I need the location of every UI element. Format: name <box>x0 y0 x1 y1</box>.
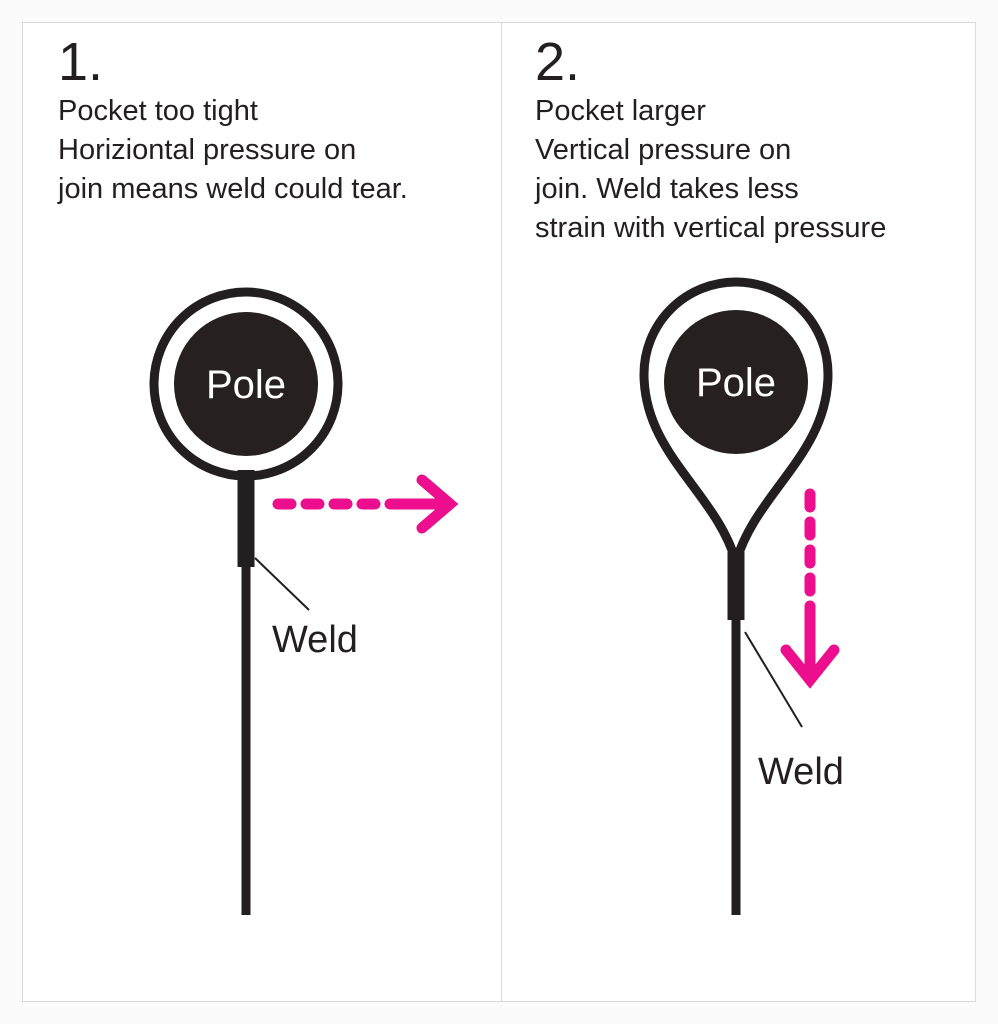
panel-1-step-number: 1. <box>58 32 104 92</box>
panel-2-arrow-head <box>780 644 840 689</box>
panel-2-caption-line-1: Pocket larger <box>535 95 706 127</box>
panel-1-pressure-arrow <box>272 474 459 534</box>
panel-1-caption-line-3: join means weld could tear. <box>58 173 408 205</box>
panel-2-step-number: 2. <box>535 32 581 92</box>
panel-2-caption-line-2: Vertical pressure on <box>535 134 792 166</box>
panel-divider <box>501 23 502 1001</box>
panel-1-weld-label: Weld <box>272 619 358 661</box>
panel-1-pocket-ring <box>149 287 343 481</box>
panel-2-pocket-teardrop <box>639 277 833 567</box>
panel-2-weld-label: Weld <box>758 751 844 793</box>
panel-1-illustration: Pole Weld <box>149 287 459 915</box>
panel-1-pole-disc <box>174 312 318 456</box>
panel-2-pole-disc <box>664 310 808 454</box>
panel-1-arrow-head <box>416 474 459 534</box>
panel-2-caption-line-3: join. Weld takes less <box>535 173 799 205</box>
panel-2-caption: 2. Pocket larger Vertical pressure on jo… <box>535 32 965 248</box>
panel-2-illustration: Pole Weld <box>639 277 844 915</box>
panel-2-pole-label: Pole <box>696 361 776 405</box>
panel-1-caption-line-1: Pocket too tight <box>58 95 258 127</box>
panel-2-caption-line-4: strain with vertical pressure <box>535 212 887 244</box>
panel-1-weld-leader-line <box>254 557 310 611</box>
panel-2-pressure-arrow <box>780 488 840 689</box>
panel-1-caption: 1. Pocket too tight Horiziontal pressure… <box>58 32 488 209</box>
panel-2-weld-leader-line <box>744 631 803 728</box>
panel-1: 1. Pocket too tight Horiziontal pressure… <box>22 22 502 1002</box>
panel-1-caption-line-2: Horiziontal pressure on <box>58 134 357 166</box>
panel-1-pole-label: Pole <box>206 363 286 407</box>
panel-2: 2. Pocket larger Vertical pressure on jo… <box>502 22 976 1002</box>
figure-frame <box>22 22 976 1002</box>
